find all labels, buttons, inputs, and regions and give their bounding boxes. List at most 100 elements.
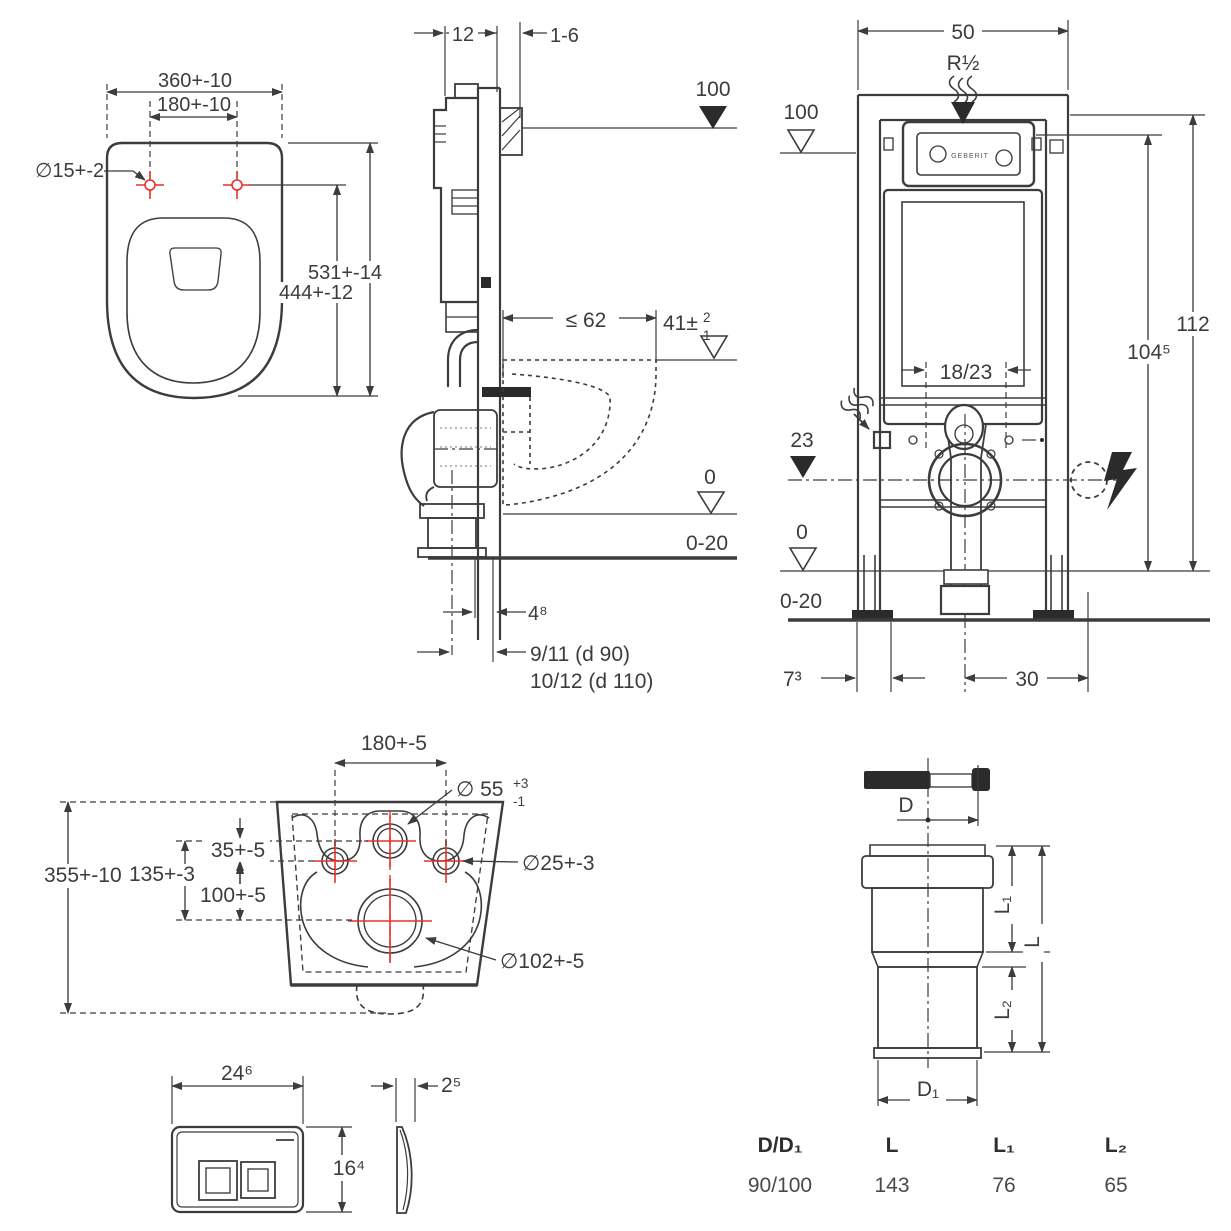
dim-flush-inlet-tol-top: +3 bbox=[513, 776, 528, 791]
dim-floor-range-side: 0-20 bbox=[686, 532, 728, 555]
dim-outlet-height: 23 bbox=[790, 429, 813, 452]
wall-hung-bowl-dashed bbox=[502, 359, 657, 506]
dim-floor-range-front: 0-20 bbox=[780, 590, 822, 613]
flush-plate-profile bbox=[396, 1126, 413, 1214]
dim-top-depth-holes: 444+-12 bbox=[279, 282, 353, 304]
dim-frame-width: 50 bbox=[951, 21, 974, 44]
top-view-dimension-lines bbox=[104, 84, 378, 397]
supply-symbol bbox=[948, 75, 978, 124]
bowl-outline bbox=[105, 141, 284, 400]
side-floor-lines bbox=[428, 513, 737, 662]
dim-bowl-rim-height: 41± bbox=[663, 312, 698, 335]
dim-foot-width: 7³ bbox=[783, 668, 802, 691]
dim-finished-floor-front: 0 bbox=[796, 521, 808, 544]
pan-webbing-right bbox=[413, 871, 483, 968]
cistern-side bbox=[432, 83, 479, 333]
dim-actuator-height-side: 100 bbox=[695, 78, 730, 101]
gasket-dashed-outline bbox=[291, 813, 489, 973]
pipe-size-table: D/D₁ L L₁ L₂ 90/100 143 76 65 bbox=[748, 1134, 1128, 1197]
dim-pan-height: 355+-10 bbox=[44, 864, 122, 887]
flush-plate-front bbox=[170, 1125, 305, 1214]
pan-back-view: 180+-5 ∅ 55 +3 -1 ∅25+-3 ∅102+-5 355+-10… bbox=[42, 732, 595, 1015]
frame-structure bbox=[852, 93, 1074, 619]
level-mark-open-icon bbox=[788, 547, 818, 572]
outlet-pipe-view: D L₁ L L₂ D₁ bbox=[861, 758, 1050, 1106]
dim-pipe-l1: L₁ bbox=[991, 896, 1014, 915]
frame-side-view: 12 1-6 100 ≤ 62 41± 2 1 0 0-20 4⁸ 9/11 (… bbox=[400, 22, 737, 693]
bowl-inner-rim bbox=[126, 217, 261, 384]
table-value-l: 143 bbox=[874, 1174, 909, 1197]
dim-plate-width: 24⁶ bbox=[221, 1062, 253, 1085]
dim-pipe-d: D bbox=[898, 794, 913, 817]
frame-front-view: GEBERIT bbox=[780, 18, 1214, 692]
drain-elbow bbox=[400, 409, 498, 655]
level-mark-filled-icon bbox=[790, 456, 816, 478]
actuator-access-box: GEBERIT bbox=[901, 120, 1036, 188]
level-mark-open-icon bbox=[699, 335, 729, 360]
dim-wall-thickness: 1-6 bbox=[550, 25, 579, 47]
level-mark-open-icon bbox=[696, 491, 726, 515]
water-inlet-fitting bbox=[908, 403, 1044, 451]
dim-top-hole-diameter: ∅15+-2 bbox=[35, 160, 104, 182]
dim-outlet-d110: 10/12 (d 110) bbox=[530, 670, 653, 693]
dim-outlet-offset: 4⁸ bbox=[528, 603, 548, 625]
flush-bend-pipe bbox=[446, 328, 531, 397]
toilet-top-view: 360+-10 180+-10 ∅15+-2 531+-14 444+-12 bbox=[35, 70, 382, 400]
table-value-dd1: 90/100 bbox=[748, 1174, 812, 1197]
dim-flush-inlet-tol-bottom: -1 bbox=[513, 794, 525, 809]
level-mark-open-icon bbox=[786, 129, 816, 154]
dim-bowl-depth: ≤ 62 bbox=[566, 309, 607, 332]
fixing-point-left bbox=[136, 171, 164, 199]
dim-fixing-to-outlet: 100+-5 bbox=[200, 884, 266, 907]
dim-inlet-to-outlet: 135+-3 bbox=[129, 863, 195, 886]
brand-label: GEBERIT bbox=[951, 153, 989, 160]
dim-inlet-to-fixing: 35+-5 bbox=[211, 839, 265, 862]
level-mark-filled-icon bbox=[699, 106, 727, 129]
dim-plate-thickness: 2⁵ bbox=[441, 1074, 461, 1097]
dim-frame-depth: 12 bbox=[452, 24, 474, 46]
dim-bowl-rim-tol-top: 2 bbox=[703, 310, 711, 325]
dim-pipe-d1: D₁ bbox=[917, 1078, 939, 1101]
back-view-dimension-lines bbox=[60, 759, 519, 1014]
foot-pad-right bbox=[1033, 610, 1074, 619]
pipe-body bbox=[861, 844, 994, 1059]
flush-outlet-spot bbox=[169, 247, 222, 291]
dim-outlet-d90: 9/11 (d 90) bbox=[530, 643, 630, 666]
trap-dashed-outline bbox=[355, 984, 425, 1015]
fixing-hole-left bbox=[313, 839, 357, 883]
fixing-hole-right bbox=[424, 839, 468, 883]
dim-finished-floor-side: 0 bbox=[704, 466, 716, 489]
dim-pipe-l: L bbox=[1021, 936, 1044, 948]
table-header-dd1: D/D₁ bbox=[758, 1134, 803, 1157]
dim-actuator-center-height: 104⁵ bbox=[1127, 341, 1171, 364]
water-supply-icon bbox=[840, 387, 892, 450]
table-value-l1: 76 bbox=[992, 1174, 1015, 1197]
table-header-l: L bbox=[886, 1134, 899, 1157]
dim-supply-height: 100 bbox=[783, 101, 818, 124]
dim-top-width: 360+-10 bbox=[158, 70, 232, 92]
table-value-l2: 65 bbox=[1104, 1174, 1127, 1197]
dim-plate-height: 16⁴ bbox=[333, 1157, 365, 1180]
dim-outlet-hole: ∅102+-5 bbox=[500, 950, 584, 973]
flush-button-small bbox=[240, 1161, 276, 1199]
table-header-l2: L₂ bbox=[1105, 1134, 1127, 1157]
dim-water-supply: R½ bbox=[947, 52, 980, 75]
dim-total-height: 112 bbox=[1176, 313, 1209, 336]
dim-top-depth-total: 531+-14 bbox=[308, 262, 382, 284]
dim-flush-inlet: ∅ 55 bbox=[456, 778, 504, 801]
flush-pipe-front bbox=[939, 458, 991, 616]
wall-bracket-hatched bbox=[499, 107, 523, 156]
dim-bowl-rim-tol-bottom: 1 bbox=[703, 328, 711, 343]
dim-rail-offset: 30 bbox=[1015, 668, 1038, 691]
dim-fixing-hole: ∅25+-3 bbox=[522, 852, 595, 875]
dim-top-hole-spacing: 180+-10 bbox=[157, 94, 231, 116]
pan-webbing-left bbox=[299, 871, 369, 968]
table-header-l1: L₁ bbox=[993, 1134, 1015, 1157]
electrical-connection-icon bbox=[1070, 452, 1137, 510]
dim-supply-span: 18/23 bbox=[940, 361, 993, 384]
foot-pad-left bbox=[852, 610, 893, 619]
dim-pipe-l2: L₂ bbox=[991, 1000, 1014, 1020]
flush-plate-view: 24⁶ 16⁴ 2⁵ bbox=[170, 1062, 461, 1214]
